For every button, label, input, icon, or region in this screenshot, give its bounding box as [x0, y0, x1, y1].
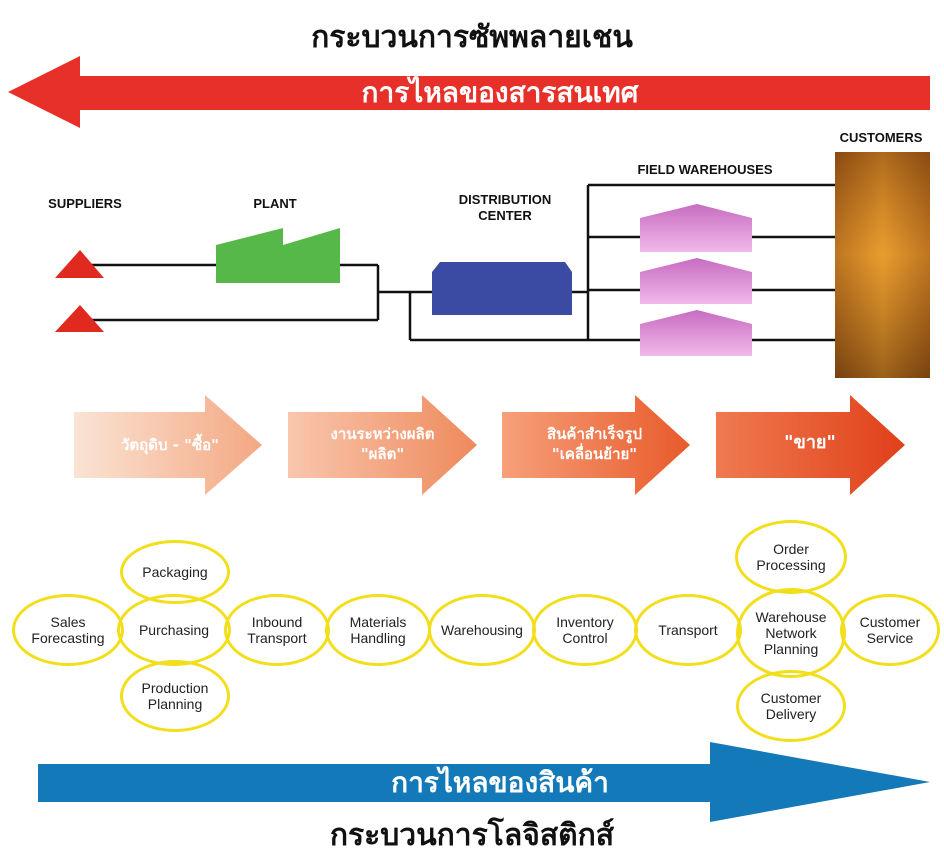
- activity-purchasing: Purchasing: [117, 594, 231, 666]
- plant-label: PLANT: [253, 196, 297, 211]
- suppliers-label: SUPPLIERS: [48, 196, 122, 211]
- stage-1-line1: วัตถุดิบ - "ซื้อ": [121, 436, 219, 454]
- activity-materials-handling: Materials Handling: [325, 594, 431, 666]
- product-flow-arrow: [38, 742, 930, 822]
- activity-customer-delivery: Customer Delivery: [736, 670, 846, 742]
- supplier-triangle-2: [55, 305, 104, 332]
- activity-transport: Transport: [634, 594, 742, 666]
- stage-label-4: "ขาย": [730, 433, 890, 453]
- stage-arrow-1: [74, 395, 262, 495]
- warehouse-shape-1: [640, 204, 752, 252]
- activity-inbound-transport: Inbound Transport: [224, 594, 330, 666]
- customers-label: CUSTOMERS: [839, 130, 923, 145]
- stage-arrow-4: [716, 395, 905, 495]
- activity-warehousing: Warehousing: [428, 594, 536, 666]
- warehouse-shape-2: [640, 258, 752, 304]
- activity-order-processing: Order Processing: [735, 520, 847, 594]
- stage-label-3: สินค้าสำเร็จรูป "เคลื่อนย้าย": [512, 424, 677, 464]
- product-flow-label: การไหลของสินค้า: [391, 766, 609, 799]
- activity-sales-forecasting: Sales Forecasting: [12, 594, 124, 666]
- stage-3-line2: "เคลื่อนย้าย": [551, 445, 638, 463]
- supplier-triangle-1: [55, 250, 104, 278]
- stage-3-line1: สินค้าสำเร็จรูป: [547, 425, 642, 443]
- logistics-title: กระบวนการโลจิสติกส์: [329, 818, 615, 853]
- warehouse-shape-3: [640, 310, 752, 356]
- stage-4-line1: "ขาย": [784, 432, 836, 453]
- plant-shape: [216, 228, 340, 283]
- stage-label-1: วัตถุดิบ - "ซื้อ": [90, 435, 250, 455]
- activity-warehouse-network-planning: Warehouse Network Planning: [736, 588, 846, 678]
- connector-lines: [90, 183, 840, 342]
- activity-inventory-control: Inventory Control: [532, 594, 638, 666]
- activity-customer-service: Customer Service: [840, 594, 940, 666]
- stage-label-2: งานระหว่างผลิต "ผลิต": [300, 424, 465, 464]
- field-warehouses-label: FIELD WAREHOUSES: [637, 162, 773, 177]
- distribution-center-label: DISTRIBUTION CENTER: [458, 192, 552, 223]
- information-flow-arrow: [8, 56, 930, 128]
- distribution-center-shape: [432, 262, 572, 315]
- stage-arrow-3: [502, 395, 690, 495]
- activity-production-planning: Production Planning: [120, 660, 230, 732]
- stage-2-line2: "ผลิต": [360, 445, 405, 463]
- supply-chain-title: กระบวนการซัพพลายเชน: [311, 20, 633, 55]
- info-flow-label: การไหลของสารสนเทศ: [361, 76, 639, 109]
- stage-2-line1: งานระหว่างผลิต: [330, 425, 435, 443]
- stage-arrow-2: [288, 395, 477, 495]
